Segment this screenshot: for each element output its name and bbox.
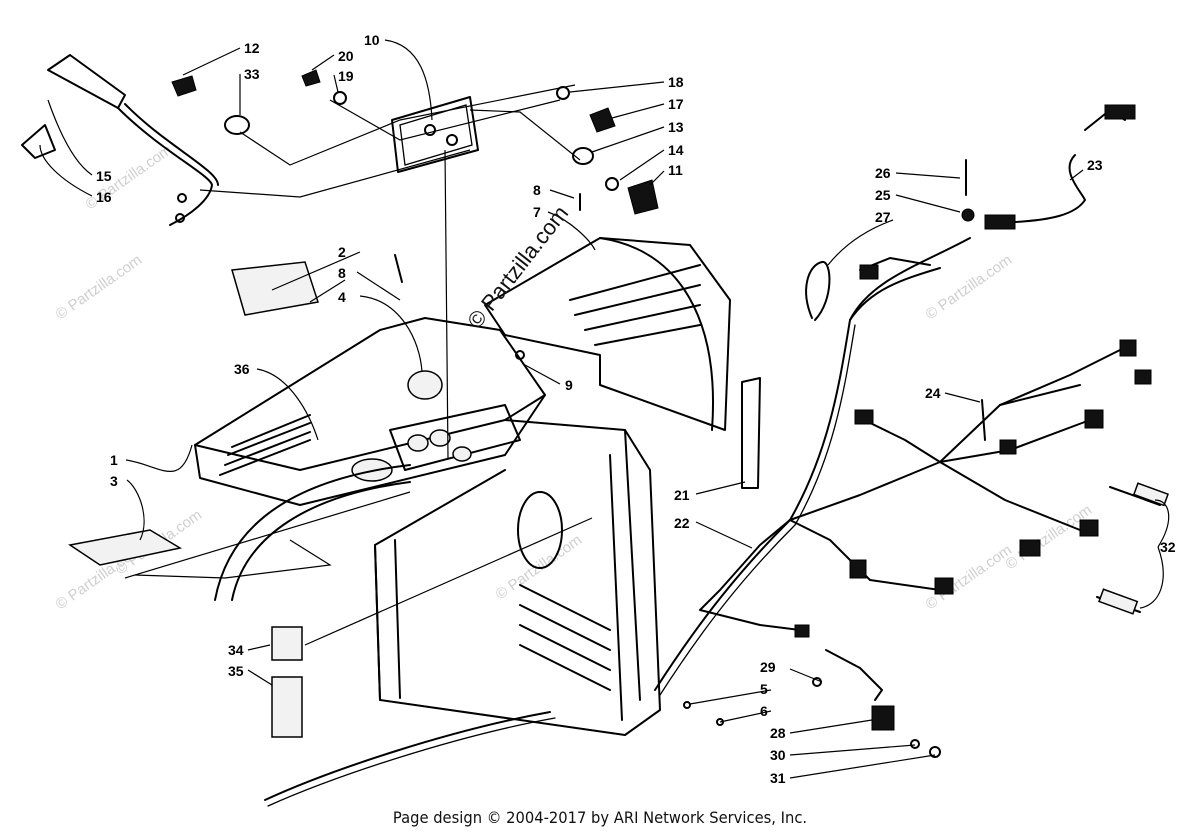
callout-13: 13 — [668, 119, 684, 135]
callout-15: 15 — [96, 168, 112, 184]
washer — [683, 701, 691, 709]
console-hood — [194, 317, 661, 736]
callout-9: 9 — [565, 377, 573, 393]
decals — [68, 261, 319, 738]
callout-8-upper: 8 — [533, 182, 541, 198]
watermark-main: © Partzilla.com — [462, 201, 573, 333]
callout-2: 2 — [338, 244, 346, 260]
watermark-faint: © Partzilla.com — [1003, 501, 1096, 573]
callout-4: 4 — [338, 289, 346, 305]
rivet-pin — [394, 254, 403, 283]
callout-12: 12 — [244, 40, 260, 56]
rivet — [515, 350, 525, 360]
callout-36: 36 — [234, 361, 250, 377]
callout-11: 11 — [668, 162, 683, 178]
watermark-faint: © Partzilla.com — [53, 251, 146, 323]
belly-pan — [484, 237, 731, 431]
trim-strip — [741, 377, 761, 489]
callout-29: 29 — [760, 659, 776, 675]
callout-leaders — [39, 39, 1170, 779]
callout-26: 26 — [875, 165, 891, 181]
callout-labels: 1 2 3 4 5 6 7 8 8 9 10 11 12 13 14 15 16… — [96, 32, 1176, 786]
watermark-faint: © Partzilla.com — [923, 541, 1016, 613]
callout-16: 16 — [96, 189, 112, 205]
callout-24: 24 — [925, 385, 941, 401]
throttle-switches — [21, 54, 219, 226]
callout-7: 7 — [533, 204, 541, 220]
footer-copyright: Page design © 2004-2017 by ARI Network S… — [392, 808, 808, 827]
callout-31: 31 — [770, 770, 786, 786]
callout-5: 5 — [760, 681, 768, 697]
callout-21: 21 — [674, 487, 690, 503]
callout-23: 23 — [1087, 157, 1103, 173]
callout-6: 6 — [760, 703, 768, 719]
callout-14: 14 — [668, 142, 684, 158]
callout-20: 20 — [338, 48, 354, 64]
callout-25: 25 — [875, 187, 891, 203]
wire-harness — [654, 104, 1169, 758]
callout-1: 1 — [110, 452, 118, 468]
faint-watermarks: © Partzilla.com © Partzilla.com © Partzi… — [53, 141, 1096, 613]
screw — [716, 718, 724, 726]
callout-34: 34 — [228, 642, 244, 658]
callout-33: 33 — [244, 66, 260, 82]
callout-10: 10 — [364, 32, 380, 48]
callout-28: 28 — [770, 725, 786, 741]
assembly-lines — [124, 84, 593, 646]
callout-3: 3 — [110, 473, 118, 489]
watermark-faint: © Partzilla.com — [923, 251, 1016, 323]
callout-32: 32 — [1160, 539, 1176, 555]
callout-18: 18 — [668, 74, 684, 90]
small-switch-parts — [171, 69, 659, 215]
callout-30: 30 — [770, 747, 786, 763]
callout-22: 22 — [674, 515, 690, 531]
callout-17: 17 — [668, 96, 684, 112]
callout-27: 27 — [875, 209, 891, 225]
callout-8-lower: 8 — [338, 265, 346, 281]
callout-19: 19 — [338, 68, 354, 84]
ground-cable — [264, 711, 551, 801]
callout-35: 35 — [228, 663, 244, 679]
